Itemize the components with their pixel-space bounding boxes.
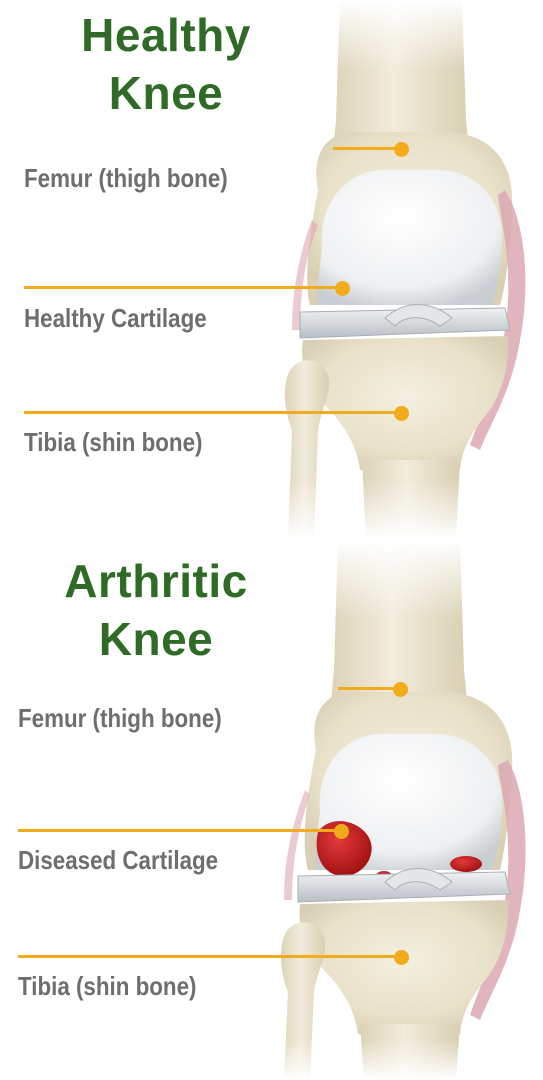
tibia-leader-line (18, 955, 402, 958)
tibia-leader-line (24, 411, 402, 414)
arthritic-cartilage-label: Diseased Cartilage (18, 845, 218, 876)
arthritic-knee-panel: Arthritic Knee Femur (thigh bone) Diseas… (0, 540, 543, 1080)
healthy-cartilage-label: Healthy Cartilage (24, 303, 207, 334)
cartilage-marker-dot (335, 281, 350, 296)
healthy-title-line2: Knee (52, 64, 280, 122)
femur-leader-line (338, 687, 400, 690)
tibia-marker-dot (394, 950, 409, 965)
cartilage-leader-line (18, 829, 342, 832)
healthy-femur-label: Femur (thigh bone) (24, 163, 228, 194)
arthritic-title-line2: Knee (38, 610, 274, 668)
femur-marker-dot (394, 142, 409, 157)
femur-leader-line (333, 147, 401, 150)
cartilage-marker-dot (334, 824, 349, 839)
healthy-tibia-label: Tibia (shin bone) (24, 427, 202, 458)
healthy-title: Healthy Knee (52, 6, 280, 122)
arthritic-tibia-label: Tibia (shin bone) (18, 971, 196, 1002)
arthritic-femur-label: Femur (thigh bone) (18, 703, 222, 734)
tibia-marker-dot (394, 406, 409, 421)
cartilage-leader-line (24, 286, 342, 289)
damaged-cartilage-spot (450, 856, 482, 872)
tibia-head (302, 336, 508, 470)
arthritic-title: Arthritic Knee (38, 552, 274, 668)
femur-marker-dot (393, 682, 408, 697)
healthy-knee-panel: Healthy Knee Femur (thigh bone) Healthy … (0, 0, 543, 540)
healthy-title-line1: Healthy (52, 6, 280, 64)
arthritic-title-line1: Arthritic (38, 552, 274, 610)
